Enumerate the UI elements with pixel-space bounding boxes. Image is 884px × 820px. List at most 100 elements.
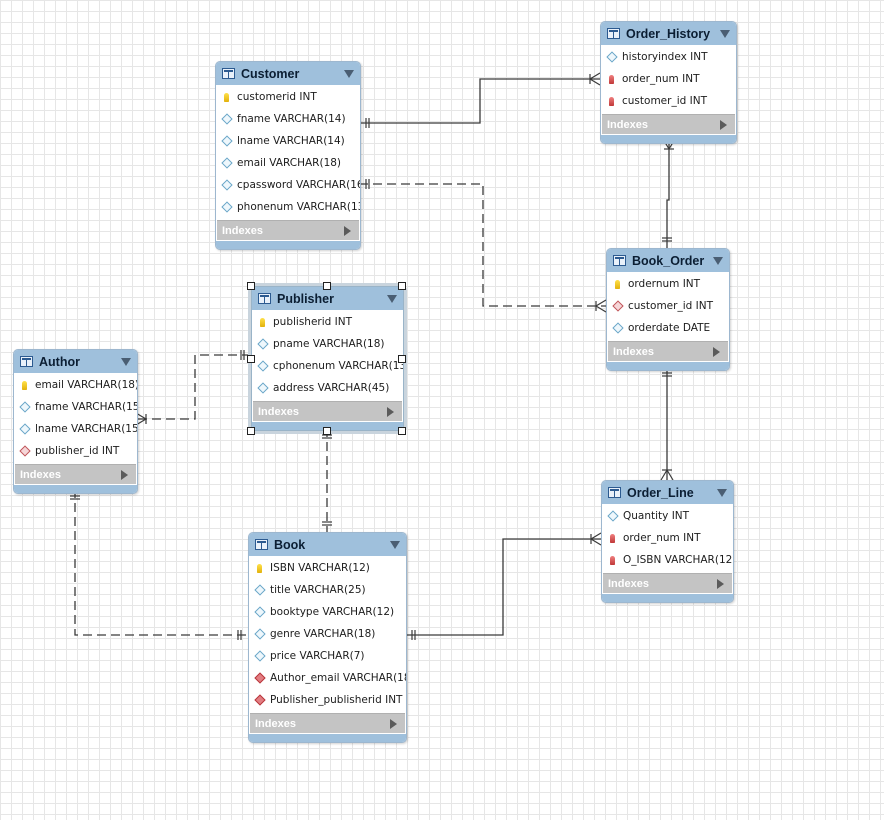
column-diamond-icon	[605, 51, 618, 63]
expand-triangle-icon[interactable]	[390, 718, 397, 729]
column-diamond-icon	[220, 135, 233, 147]
column-row[interactable]: O_ISBN VARCHAR(12)	[602, 549, 733, 571]
column-label: genre VARCHAR(18)	[270, 628, 376, 640]
column-row[interactable]: cpassword VARCHAR(16)	[216, 174, 360, 196]
relationship-publisher-author[interactable]	[136, 354, 251, 420]
column-row[interactable]: phonenum VARCHAR(13)	[216, 196, 360, 218]
selection-handle[interactable]	[398, 427, 406, 435]
column-row[interactable]: genre VARCHAR(18)	[249, 623, 406, 645]
table-header[interactable]: Book	[249, 533, 406, 556]
relationship-customer-order-history[interactable]	[359, 78, 600, 124]
selection-handle[interactable]	[322, 427, 331, 435]
column-row[interactable]: email VARCHAR(18)	[14, 374, 137, 396]
collapse-triangle-icon[interactable]	[121, 357, 131, 366]
column-diamond-icon	[220, 201, 233, 213]
table-header[interactable]: Order_Line	[602, 481, 733, 504]
column-row[interactable]: email VARCHAR(18)	[216, 152, 360, 174]
relationship-book-order-order-history[interactable]	[666, 139, 670, 248]
column-row[interactable]: cphonenum VARCHAR(13)	[252, 355, 403, 377]
collapse-triangle-icon[interactable]	[387, 294, 397, 303]
indexes-section[interactable]: Indexes	[603, 573, 732, 593]
column-row[interactable]: ISBN VARCHAR(12)	[249, 557, 406, 579]
indexes-section[interactable]: Indexes	[15, 464, 136, 484]
collapse-triangle-icon[interactable]	[713, 256, 723, 265]
relationship-customer-book-order[interactable]	[359, 183, 606, 307]
column-row[interactable]: customer_id INT	[607, 295, 729, 317]
column-label: Publisher_publisherid INT	[270, 694, 403, 706]
selection-handle[interactable]	[247, 354, 255, 363]
column-row[interactable]: Quantity INT	[602, 505, 733, 527]
indexes-label: Indexes	[613, 345, 654, 358]
selection-handle[interactable]	[398, 354, 406, 363]
column-label: customer_id INT	[622, 95, 707, 107]
table-header[interactable]: Order_History	[601, 22, 736, 45]
expand-triangle-icon[interactable]	[720, 119, 727, 130]
column-row[interactable]: publisherid INT	[252, 311, 403, 333]
column-row[interactable]: Publisher_publisherid INT	[249, 689, 406, 711]
indexes-section[interactable]: Indexes	[608, 341, 728, 361]
column-row[interactable]: customer_id INT	[601, 90, 736, 112]
foreign-key-icon	[607, 555, 618, 565]
expand-triangle-icon[interactable]	[717, 578, 724, 589]
column-row[interactable]: Author_email VARCHAR(18)	[249, 667, 406, 689]
column-label: O_ISBN VARCHAR(12)	[623, 554, 734, 566]
column-row[interactable]: booktype VARCHAR(12)	[249, 601, 406, 623]
collapse-triangle-icon[interactable]	[390, 540, 400, 549]
column-diamond-icon	[256, 360, 269, 372]
indexes-section[interactable]: Indexes	[250, 713, 405, 733]
selection-handle[interactable]	[398, 282, 406, 290]
column-label: booktype VARCHAR(12)	[270, 606, 395, 618]
table-icon	[258, 293, 271, 304]
collapse-triangle-icon[interactable]	[717, 488, 727, 497]
column-label: order_num INT	[622, 73, 700, 85]
column-row[interactable]: fname VARCHAR(15)	[14, 396, 137, 418]
column-row[interactable]: ordernum INT	[607, 273, 729, 295]
indexes-section[interactable]: Indexes	[217, 220, 359, 240]
table-header[interactable]: Book_Order	[607, 249, 729, 272]
table-name: Order_Line	[627, 485, 694, 500]
column-row[interactable]: orderdate DATE	[607, 317, 729, 339]
relationship-author-book[interactable]	[74, 489, 248, 636]
column-row[interactable]: publisher_id INT	[14, 440, 137, 462]
column-row[interactable]: historyindex INT	[601, 46, 736, 68]
column-row[interactable]: order_num INT	[601, 68, 736, 90]
column-row[interactable]: lname VARCHAR(14)	[216, 130, 360, 152]
column-row[interactable]: price VARCHAR(7)	[249, 645, 406, 667]
expand-triangle-icon[interactable]	[713, 346, 720, 357]
selection-handle[interactable]	[247, 282, 255, 290]
table-header[interactable]: Publisher	[252, 287, 403, 310]
column-row[interactable]: title VARCHAR(25)	[249, 579, 406, 601]
selection-handle[interactable]	[322, 282, 331, 290]
collapse-triangle-icon[interactable]	[344, 69, 354, 78]
relationship-book-order-line[interactable]	[405, 538, 601, 636]
column-row[interactable]: order_num INT	[602, 527, 733, 549]
column-row[interactable]: pname VARCHAR(18)	[252, 333, 403, 355]
expand-triangle-icon[interactable]	[344, 225, 351, 236]
column-label: orderdate DATE	[628, 322, 711, 334]
expand-triangle-icon[interactable]	[121, 469, 128, 480]
selection-handle[interactable]	[247, 427, 255, 435]
table-icon	[20, 356, 33, 367]
primary-key-icon	[254, 563, 265, 573]
column-row[interactable]: lname VARCHAR(15)	[14, 418, 137, 440]
indexes-label: Indexes	[222, 224, 263, 237]
indexes-section[interactable]: Indexes	[253, 401, 402, 421]
column-row[interactable]: address VARCHAR(45)	[252, 377, 403, 399]
column-row[interactable]: customerid INT	[216, 86, 360, 108]
column-label: lname VARCHAR(15)	[35, 423, 138, 435]
table-header[interactable]: Author	[14, 350, 137, 373]
column-row[interactable]: fname VARCHAR(14)	[216, 108, 360, 130]
indexes-section[interactable]: Indexes	[602, 114, 735, 134]
collapse-triangle-icon[interactable]	[720, 29, 730, 38]
table-header[interactable]: Customer	[216, 62, 360, 85]
crow-foot-marker	[666, 469, 674, 481]
expand-triangle-icon[interactable]	[387, 406, 394, 417]
